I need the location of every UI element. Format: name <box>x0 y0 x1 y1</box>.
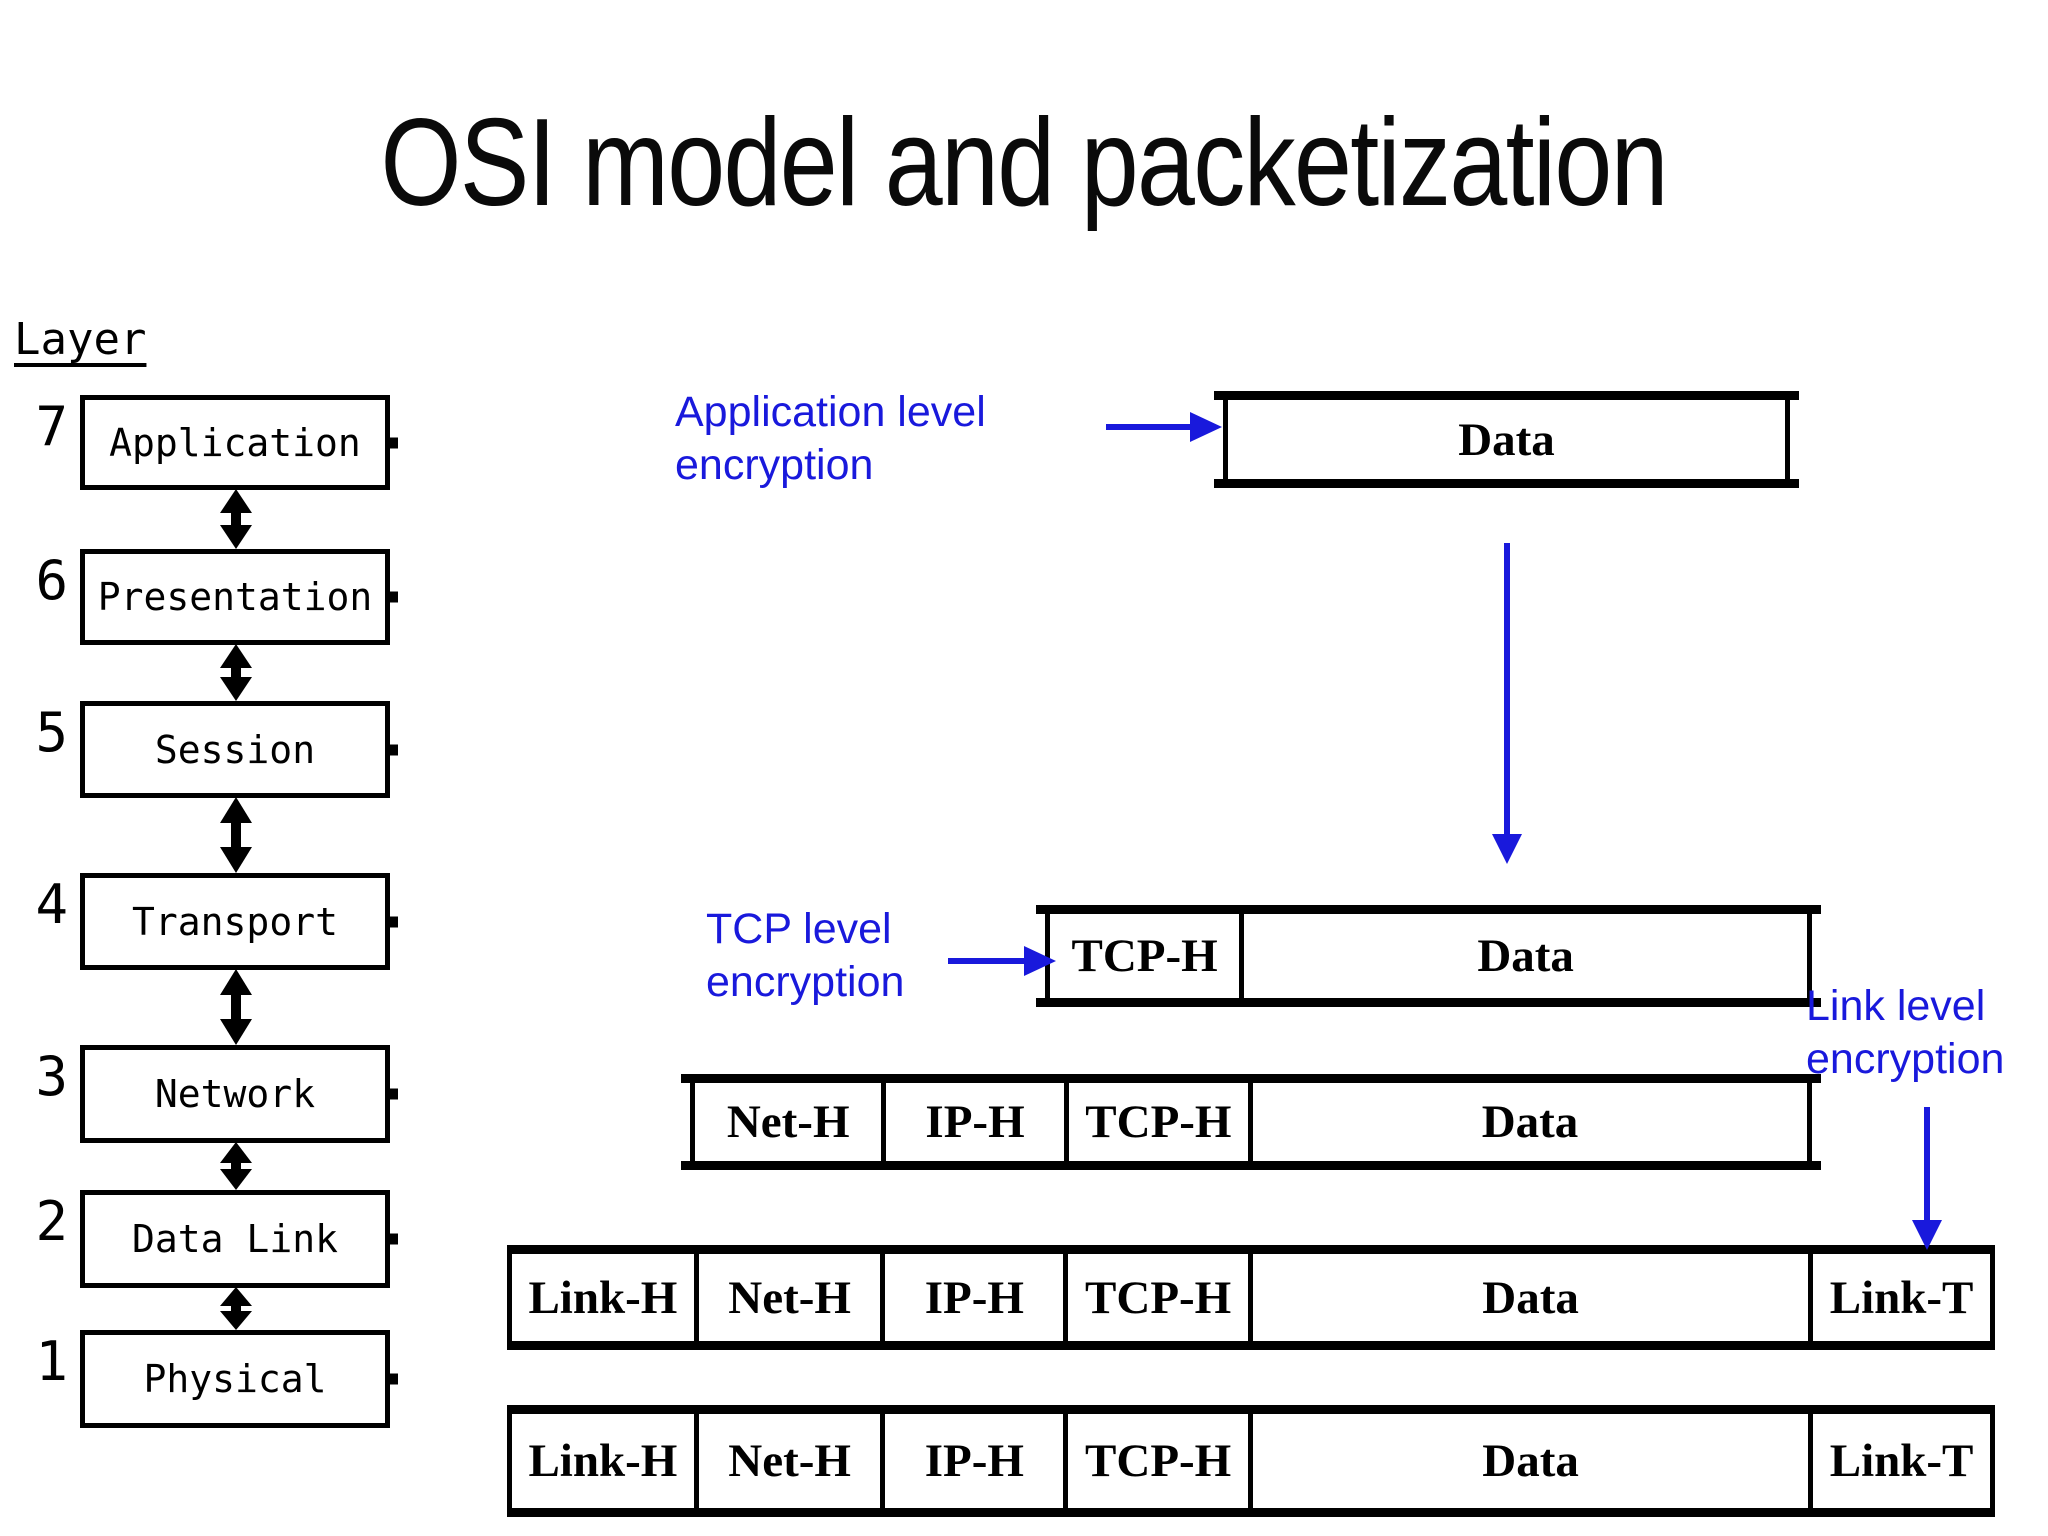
layer-number-2: 2 <box>35 1190 68 1253</box>
double-arrow-icon <box>220 969 252 1045</box>
packet-cell-data: Data <box>1248 1083 1807 1161</box>
packet-row-application-data: Data <box>1214 391 1799 488</box>
osi-layer-label: Transport <box>132 899 338 944</box>
osi-layer-box-application: Application <box>80 395 398 490</box>
packet-cell-ip-h: IP-H <box>881 1083 1063 1161</box>
note-line-1: TCP level <box>706 905 892 953</box>
layer-number-4: 4 <box>35 873 68 936</box>
note-line-1: Link level <box>1806 982 1986 1030</box>
layer-number-6: 6 <box>35 549 68 612</box>
row-top-bar <box>507 1405 1995 1414</box>
row-top-bar <box>1036 905 1821 914</box>
packet-row-network: Net-H IP-H TCP-H Data <box>681 1074 1821 1170</box>
box-tick <box>385 744 398 755</box>
packet-cell-net-h: Net-H <box>726 1096 850 1148</box>
row-top-bar <box>507 1245 1995 1254</box>
application-encryption-note: Application level encryption <box>675 386 986 492</box>
osi-layer-label: Presentation <box>97 575 373 619</box>
osi-layer-label: Session <box>154 727 316 772</box>
page-title-text: OSI model and packetization <box>380 94 1669 232</box>
packet-cell-tcp-h: TCP-H <box>1071 930 1218 982</box>
osi-layer-box-session: Session <box>80 701 398 798</box>
box-tick <box>385 437 398 448</box>
osi-layer-label: Application <box>109 420 361 465</box>
row-bottom-bar <box>1036 998 1821 1007</box>
double-arrow-icon <box>220 644 252 701</box>
box-tick <box>385 1233 398 1245</box>
packet-cell-data: Data <box>1248 1254 1808 1341</box>
row-bottom-bar <box>681 1161 1821 1170</box>
osi-layer-box-presentation: Presentation <box>80 549 398 645</box>
double-arrow-icon <box>220 1142 252 1190</box>
data-flow-down-arrow-icon <box>1492 543 1522 864</box>
packet-cell-net-h: Net-H <box>693 1414 881 1508</box>
link-encryption-note: Link level encryption <box>1806 980 2004 1086</box>
packet-row-physical: Link-H Net-H IP-H TCP-H Data Link-T <box>507 1405 1995 1517</box>
double-arrow-icon <box>220 797 252 873</box>
packet-cell-ip-h: IP-H <box>880 1254 1063 1341</box>
layer-number-1: 1 <box>35 1330 68 1393</box>
layer-column-heading: Layer <box>14 314 147 365</box>
osi-layer-label: Physical <box>143 1357 327 1401</box>
tcp-encryption-arrow-icon <box>948 946 1056 976</box>
page-title: OSI model and packetization <box>0 92 2048 234</box>
packet-cell-tcp-h: TCP-H <box>1063 1083 1248 1161</box>
tcp-encryption-note: TCP level encryption <box>706 903 904 1009</box>
row-bottom-bar <box>507 1508 1995 1517</box>
packet-row-transport: TCP-H Data <box>1036 905 1821 1007</box>
box-tick <box>385 1088 398 1100</box>
osi-layer-label: Data Link <box>132 1217 338 1261</box>
osi-layer-box-transport: Transport <box>80 873 398 970</box>
note-line-2: encryption <box>675 441 874 489</box>
note-line-2: encryption <box>706 958 905 1006</box>
box-tick <box>385 591 398 603</box>
osi-layer-box-physical: Physical <box>80 1330 398 1428</box>
row-top-bar <box>1214 391 1799 400</box>
osi-layer-label: Network <box>154 1072 316 1116</box>
box-tick <box>385 1373 398 1385</box>
packet-cell-tcp-h: TCP-H <box>1063 1254 1248 1341</box>
layer-number-3: 3 <box>35 1045 68 1108</box>
packet-row-data-link: Link-H Net-H IP-H TCP-H Data Link-T <box>507 1245 1995 1350</box>
application-encryption-arrow-icon <box>1106 412 1222 442</box>
row-top-bar <box>681 1074 1821 1083</box>
box-tick <box>385 916 398 927</box>
packet-cell-link-h: Link-H <box>528 1435 678 1487</box>
packet-cell-link-h: Link-H <box>528 1271 678 1324</box>
packet-cell-data: Data <box>1458 413 1555 466</box>
packet-cell-data: Data <box>1248 1414 1808 1508</box>
row-bottom-bar <box>1214 479 1799 488</box>
packet-cell-net-h: Net-H <box>693 1254 881 1341</box>
row-bottom-bar <box>507 1341 1995 1350</box>
packet-cell-ip-h: IP-H <box>880 1414 1063 1508</box>
note-line-1: Application level <box>675 388 986 436</box>
layer-number-5: 5 <box>35 701 68 764</box>
packet-cell-tcp-h: TCP-H <box>1063 1414 1248 1508</box>
osi-layer-box-data-link: Data Link <box>80 1190 398 1288</box>
double-arrow-icon <box>220 1287 252 1330</box>
note-line-2: encryption <box>1806 1035 2005 1083</box>
double-arrow-icon <box>220 489 252 549</box>
packet-cell-data: Data <box>1239 914 1807 998</box>
packet-cell-link-t: Link-T <box>1808 1414 1990 1508</box>
layer-number-7: 7 <box>35 395 68 458</box>
link-encryption-arrow-icon <box>1912 1107 1942 1250</box>
packet-cell-link-t: Link-T <box>1808 1254 1990 1341</box>
osi-layer-box-network: Network <box>80 1045 398 1143</box>
